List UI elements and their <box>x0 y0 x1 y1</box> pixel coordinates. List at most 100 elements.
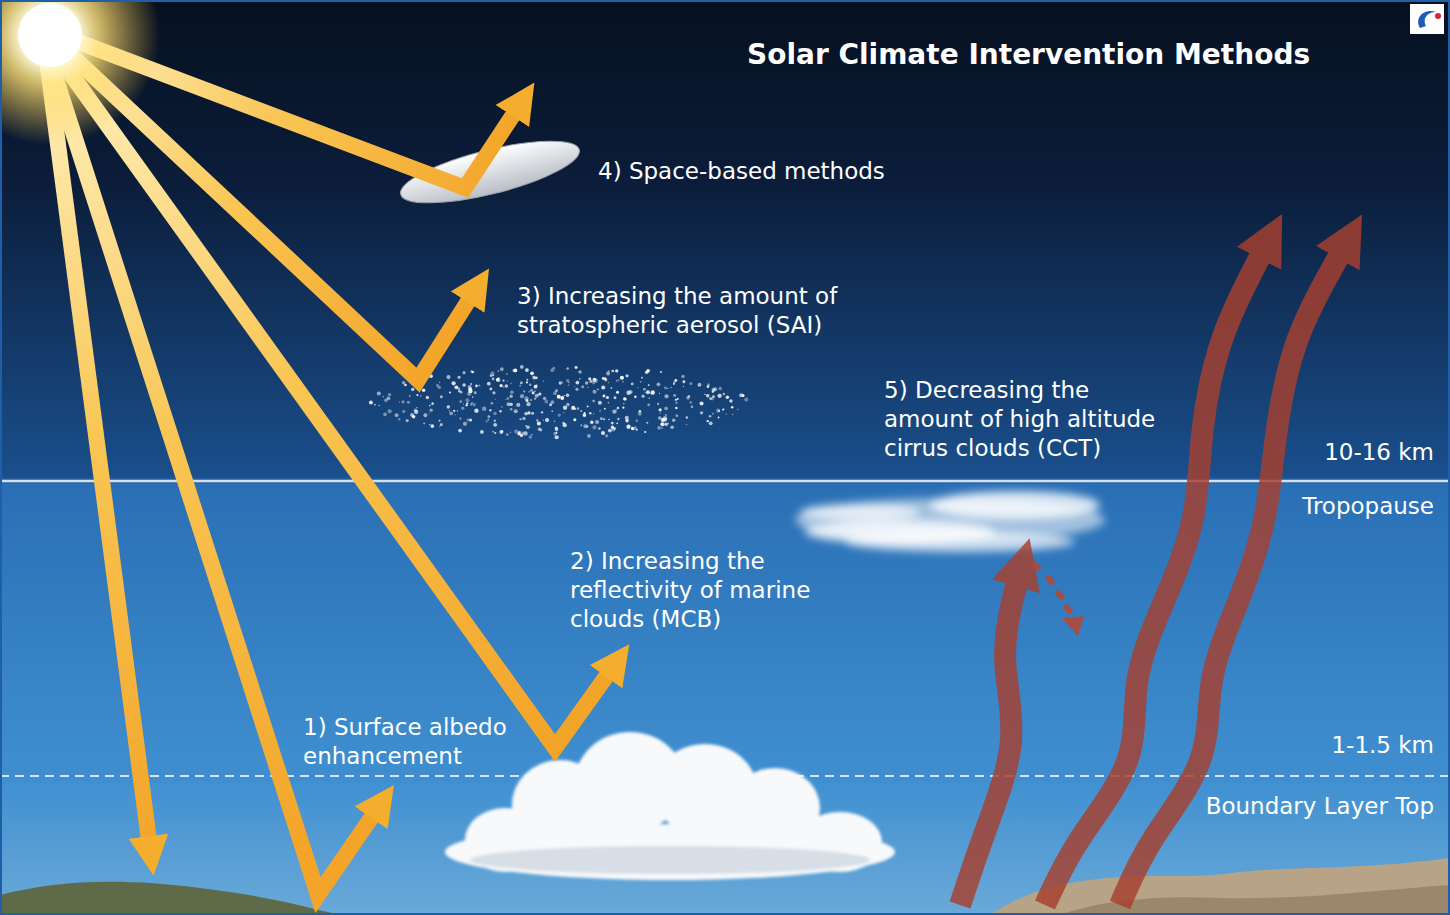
ground-left <box>0 882 340 915</box>
aerosol-particle <box>493 423 497 427</box>
aerosol-particle <box>505 399 506 400</box>
aerosol-particle <box>576 381 580 385</box>
aerosol-particle <box>430 408 433 411</box>
aerosol-particle <box>526 379 528 381</box>
aerosol-particle <box>608 382 609 383</box>
cumulus-cloud <box>445 732 895 880</box>
aerosol-particle <box>592 390 596 394</box>
aerosol-particle <box>600 417 603 420</box>
aerosol-particle <box>530 389 533 392</box>
aerosol-particle <box>566 403 570 407</box>
aerosol-particle <box>499 430 503 434</box>
aerosol-particle <box>458 390 461 393</box>
diagram-title: Solar Climate Intervention Methods <box>747 36 1310 74</box>
aerosol-particle <box>538 393 541 396</box>
aerosol-particle <box>529 435 532 438</box>
aerosol-particle <box>683 386 684 387</box>
aerosol-particle <box>664 423 668 427</box>
aerosol-particle <box>402 381 406 385</box>
aerosol-particle <box>531 434 533 436</box>
aerosol-particle <box>553 432 557 436</box>
heat-arrow <box>960 572 1020 905</box>
method-label: 4) Space-based methods <box>598 157 958 186</box>
aerosol-particle <box>514 409 518 413</box>
aerosol-particle <box>631 383 634 386</box>
aerosol-particle <box>580 424 582 426</box>
aerosol-particle <box>648 384 650 386</box>
aerosol-particle <box>597 389 599 391</box>
aerosol-particle <box>604 408 606 410</box>
aerosol-particle <box>430 424 434 428</box>
aerosol-particle <box>500 384 503 387</box>
aerosol-particle <box>487 382 491 386</box>
aerosol-particle <box>584 412 586 414</box>
aerosol-particle <box>377 391 381 395</box>
aerosol-particle <box>640 381 642 383</box>
aerosol-particle <box>595 420 599 424</box>
aerosol-particle <box>601 385 605 389</box>
aerosol-particle <box>493 412 497 416</box>
aerosol-particle <box>623 403 625 405</box>
aerosol-particle <box>638 412 642 416</box>
aerosol-particle <box>617 418 619 420</box>
aerosol-particle <box>626 425 630 429</box>
aerosol-particle <box>709 415 712 418</box>
aerosol-particle <box>465 398 469 402</box>
aerosol-particle <box>463 403 464 404</box>
aerosol-particle <box>461 406 464 409</box>
aerosol-particle <box>531 412 534 415</box>
aerosol-particle <box>431 375 433 377</box>
aerosol-particle <box>510 403 513 406</box>
aerosol-particle <box>475 385 478 388</box>
aerosol-particle <box>509 394 512 397</box>
aerosol-particle <box>534 397 536 399</box>
aerosol-particle <box>602 395 605 398</box>
aerosol-particle <box>519 385 520 386</box>
aerosol-particle <box>500 367 504 371</box>
aerosol-particle <box>709 397 712 400</box>
heat-dash <box>1030 560 1041 572</box>
aerosol-particle <box>716 409 720 413</box>
aerosol-particle <box>551 400 555 404</box>
aerosol-particle <box>519 418 521 420</box>
aerosol-particle <box>474 408 478 412</box>
aerosol-particle <box>550 368 554 372</box>
aerosol-particle <box>537 421 541 425</box>
aerosol-particle <box>522 417 526 421</box>
aerosol-particle <box>374 404 376 406</box>
aerosol-particle <box>729 399 732 402</box>
aerosol-particle <box>561 382 563 384</box>
aerosol-particle <box>494 420 496 422</box>
aerosol-particle <box>448 405 450 407</box>
aerosol-particle <box>557 395 560 398</box>
aerosol-particle <box>718 416 720 418</box>
aerosol-particle <box>641 377 643 379</box>
aerosol-particle <box>622 407 624 409</box>
aerosol-particle <box>718 387 722 391</box>
aerosol-particle <box>528 391 530 393</box>
aerosol-particle <box>606 396 609 399</box>
aerosol-particle <box>429 405 431 407</box>
aerosol-particle <box>524 412 528 416</box>
aerosol-particle <box>622 381 624 383</box>
aerosol-particle <box>631 427 634 430</box>
aerosol-particle <box>660 422 664 426</box>
cloud-shade <box>470 846 870 874</box>
aerosol-particle <box>603 418 605 420</box>
aerosol-particle <box>608 429 612 433</box>
aerosol-particle <box>491 402 494 405</box>
aerosol-particle <box>611 428 615 432</box>
aerosol-particle <box>558 413 561 416</box>
aerosol-particle <box>577 407 580 410</box>
heat-dash <box>1054 589 1065 601</box>
aerosol-particle <box>659 408 662 411</box>
aerosol-particle <box>543 419 544 420</box>
aerosol-particle <box>507 381 508 382</box>
aerosol-particle <box>579 378 580 379</box>
aerosol-particle <box>369 400 373 404</box>
aerosol-particle <box>502 379 504 381</box>
aerosol-particle <box>667 388 668 389</box>
aerosol-particle <box>458 429 462 433</box>
aerosol-particle <box>494 432 496 434</box>
aerosol-particle <box>732 414 733 415</box>
